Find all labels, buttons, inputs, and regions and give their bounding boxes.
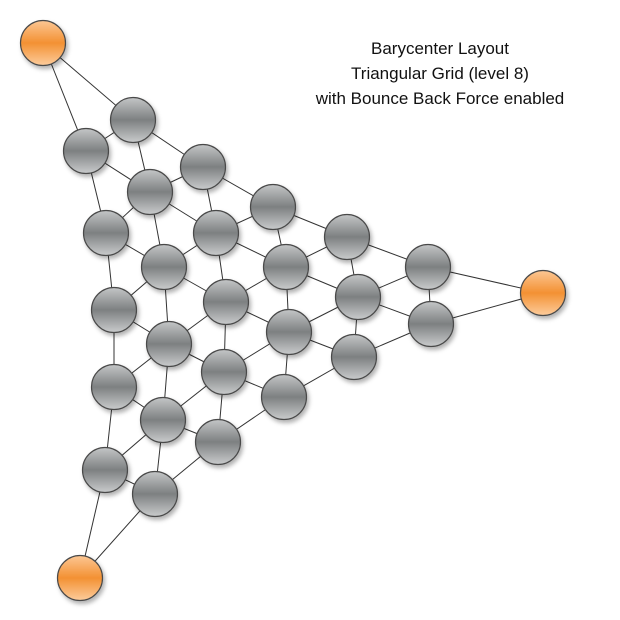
grid-node[interactable] [323,213,371,261]
corner-node[interactable] [519,269,567,317]
grid-node[interactable] [334,273,382,321]
corner-node[interactable] [19,19,67,67]
grid-node[interactable] [82,209,130,257]
title-line-1: Barycenter Layout [371,39,509,58]
diagram-title: Barycenter Layout Triangular Grid (level… [290,36,590,111]
grid-node[interactable] [262,243,310,291]
grid-node[interactable] [81,446,129,494]
grid-node[interactable] [407,300,455,348]
title-line-2: Triangular Grid (level 8) [351,64,529,83]
grid-node[interactable] [260,373,308,421]
grid-node[interactable] [404,243,452,291]
grid-node[interactable] [330,333,378,381]
grid-node[interactable] [249,183,297,231]
grid-node[interactable] [109,96,157,144]
corner-node[interactable] [56,554,104,602]
grid-node[interactable] [90,286,138,334]
title-line-3: with Bounce Back Force enabled [315,89,565,108]
grid-node[interactable] [90,363,138,411]
nodes-layer [19,19,567,602]
grid-node[interactable] [139,396,187,444]
grid-node[interactable] [200,348,248,396]
grid-node[interactable] [145,320,193,368]
grid-node[interactable] [265,308,313,356]
grid-node[interactable] [202,278,250,326]
grid-node[interactable] [131,470,179,518]
grid-node[interactable] [140,243,188,291]
grid-node[interactable] [192,209,240,257]
grid-node[interactable] [179,143,227,191]
grid-node[interactable] [126,168,174,216]
grid-node[interactable] [194,418,242,466]
grid-node[interactable] [62,127,110,175]
